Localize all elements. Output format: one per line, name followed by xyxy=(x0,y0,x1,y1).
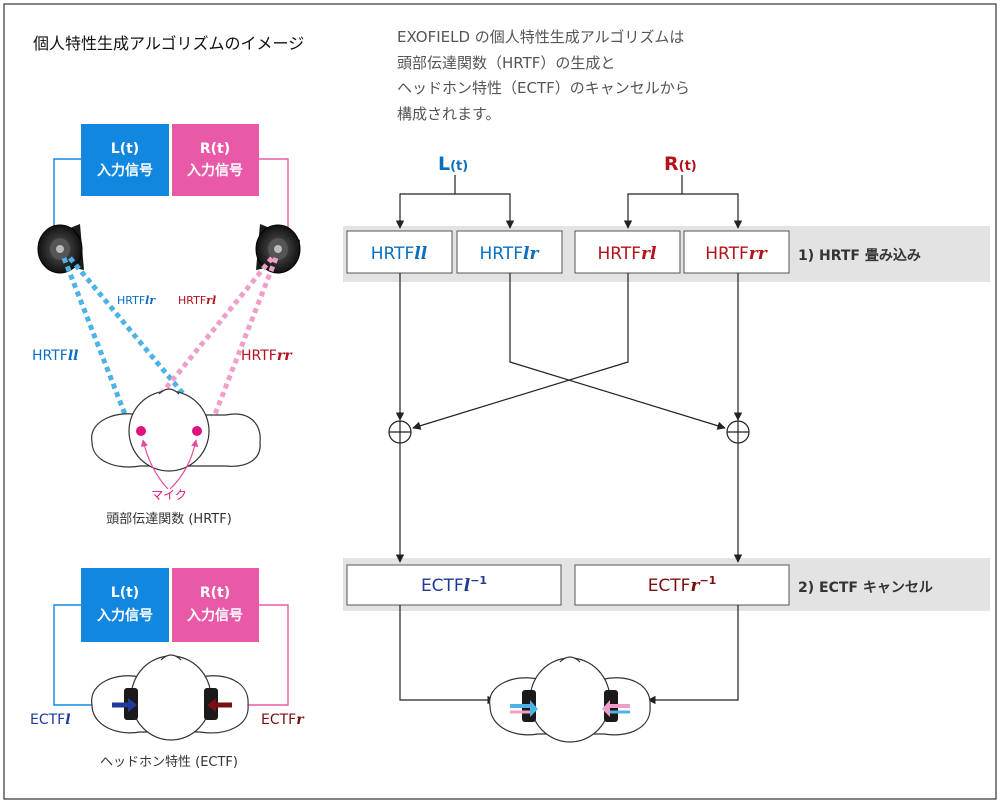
l-ectf-input-sublabel: 入力信号 xyxy=(97,607,153,624)
hrtf-rr-box xyxy=(683,230,790,274)
hrtf-rl-box xyxy=(574,230,681,274)
r-input-label: R(t) xyxy=(200,141,230,157)
description-line-3: ヘッドホン特性（ECTF）のキャンセルから xyxy=(397,79,690,97)
hrtf-ll-box-label: HRTFll xyxy=(371,244,428,264)
ectf-l-label: ECTFl xyxy=(30,712,71,728)
mic-pointer-right xyxy=(169,439,199,490)
right-mic-icon xyxy=(192,426,202,436)
ectf-caption: ヘッドホン特性 (ECTF) xyxy=(100,755,238,770)
l-input-wire xyxy=(53,158,81,232)
hrtf-caption: 頭部伝達関数 (HRTF) xyxy=(106,512,232,527)
hrtf-rr-label: HRTFrr xyxy=(241,348,293,364)
rl-to-sum-left xyxy=(412,273,629,430)
r-input-box xyxy=(172,124,259,196)
left-mic-icon xyxy=(136,426,146,436)
l-input-sublabel: 入力信号 xyxy=(97,162,153,179)
description-line-1: EXOFIELD の個人特性生成アルゴリズムは xyxy=(397,28,685,46)
ectf-illustration: L(t) 入力信号 R(t) 入力信号 ECTFl ECTFr ヘッドホン特性 … xyxy=(30,568,305,770)
sum-node-right-icon xyxy=(726,420,750,444)
diagram-title: 個人特性生成アルゴリズムのイメージ xyxy=(33,34,305,53)
description: EXOFIELD の個人特性生成アルゴリズムは 頭部伝達関数（HRTF）の生成と… xyxy=(397,25,690,127)
signal-flow: L(t) R(t) HRTFll HRTFlr HRTFrl HRTFrr 1)… xyxy=(343,153,990,743)
r-ectf-input-box xyxy=(172,568,259,642)
r-input-sublabel: 入力信号 xyxy=(187,162,243,179)
ectf-r-inverse-label: ECTFr−1 xyxy=(648,574,717,596)
ectf-r-to-head xyxy=(647,605,739,705)
hrtf-ll-label: HRTFll xyxy=(32,348,78,364)
description-line-4: 構成されます。 xyxy=(397,104,501,123)
r-ectf-wire xyxy=(232,604,289,706)
r-input-wire xyxy=(258,158,289,232)
split-l-to-ll xyxy=(395,175,456,229)
step1-label: 1) HRTF 畳み込み xyxy=(798,247,921,264)
mic-label: マイク xyxy=(151,488,187,502)
hrtf-rl-label: HRTFrl xyxy=(178,294,216,307)
hrtf-illustration: L(t) 入力信号 R(t) 入力信号 xyxy=(32,124,301,527)
hrtf-rl-box-label: HRTFrl xyxy=(598,244,657,264)
l-input-label: L(t) xyxy=(111,141,139,157)
head-top-view-icon xyxy=(91,388,261,472)
ectf-l-inverse-label: ECTFl−1 xyxy=(421,574,487,596)
ectf-r-inverse-box xyxy=(574,564,790,606)
l-input-box xyxy=(81,124,169,196)
flow-input-r: R(t) xyxy=(664,153,697,175)
description-line-2: 頭部伝達関数（HRTF）の生成と xyxy=(397,53,616,72)
l-ectf-input-box xyxy=(81,568,169,642)
output-head-headphones-icon xyxy=(489,656,651,743)
path-ll xyxy=(61,257,131,423)
flow-input-l: L(t) xyxy=(438,153,468,175)
hrtf-lr-box-label: HRTFlr xyxy=(480,244,540,264)
split-r-to-rr xyxy=(682,193,743,229)
ectf-l-to-head xyxy=(399,605,496,705)
l-ectf-input-label: L(t) xyxy=(111,585,139,601)
step2-label: 2) ECTF キャンセル xyxy=(798,580,933,596)
r-ectf-input-label: R(t) xyxy=(200,585,230,601)
split-l-to-lr xyxy=(455,193,515,229)
head-with-headphones-icon xyxy=(91,654,249,741)
right-speaker-icon xyxy=(255,224,301,274)
outer-frame xyxy=(3,3,997,800)
mic-pointer-left xyxy=(140,439,169,490)
ectf-l-inverse-box xyxy=(346,564,562,606)
hrtf-ll-box xyxy=(346,230,453,274)
path-rr xyxy=(209,257,279,423)
split-r-to-rl xyxy=(623,175,683,229)
sum-node-left-icon xyxy=(388,420,412,444)
ectf-r-label: ECTFr xyxy=(261,712,305,728)
hrtf-lr-label: HRTFlr xyxy=(117,294,156,307)
l-ectf-wire xyxy=(53,604,112,706)
hrtf-rr-box-label: HRTFrr xyxy=(705,244,767,264)
hrtf-lr-box xyxy=(456,230,563,274)
lr-to-sum-right xyxy=(509,273,726,430)
r-ectf-input-sublabel: 入力信号 xyxy=(187,607,243,624)
